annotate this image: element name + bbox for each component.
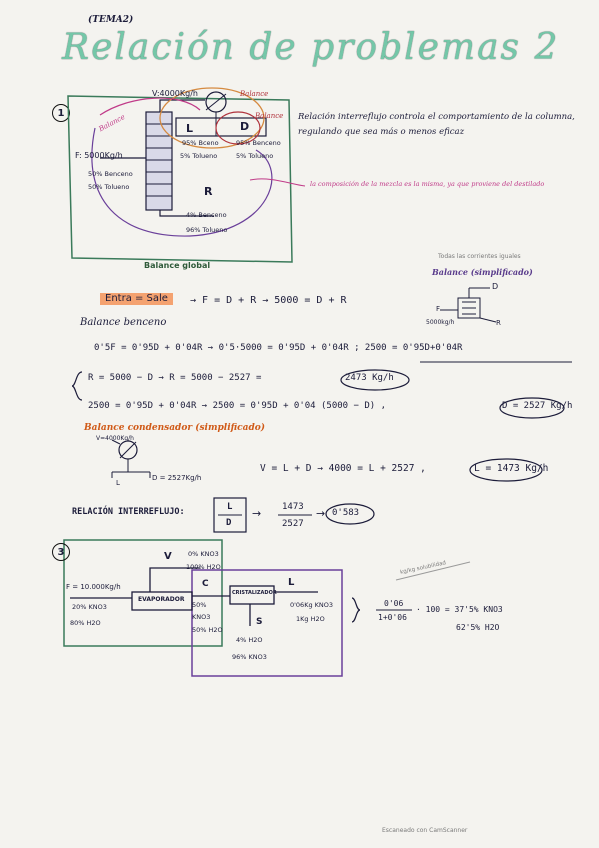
- p3-S: S: [256, 617, 263, 627]
- p3-evaporador: EVAPORADOR: [138, 596, 185, 603]
- p3-calc-num: 0'06: [384, 599, 404, 608]
- problem-1-number: 1: [52, 104, 70, 122]
- result-D: D = 2527 Kg/h: [502, 401, 573, 411]
- p3-L: L: [288, 577, 295, 588]
- note-composition: la composición de la mezcla es la misma,…: [310, 180, 545, 188]
- diagram-L-label: L: [186, 122, 194, 135]
- p3-V: V: [164, 551, 172, 562]
- side-F: F: [436, 305, 441, 313]
- result-R: 2473 Kg/h: [345, 373, 394, 383]
- diagram-feed: F: 5000Kg/h: [75, 151, 123, 160]
- diagram-feed-tolueno: 50% Tolueno: [88, 183, 130, 191]
- side-feed: 5000kg/h: [426, 319, 455, 326]
- side-R: R: [496, 319, 501, 327]
- p3-faint-note: kg/kg solubilidad: [399, 560, 447, 576]
- condenser-D: D = 2527Kg/h: [152, 474, 202, 482]
- p3-S-kno3: 96% KNO3: [232, 653, 267, 661]
- ratio-result: 0'583: [332, 508, 360, 518]
- problem-3-number: 3: [52, 543, 70, 561]
- diagram-R-label: R: [204, 185, 213, 198]
- p3-L-h2o: 1Kg H2O: [296, 615, 325, 623]
- p3-V-h2o: 100% H2O: [186, 563, 221, 571]
- scanner-watermark: Escaneado con CamScanner: [382, 827, 468, 834]
- diagram-feed-benceno: 50% Benceno: [88, 170, 133, 178]
- diagram-vapor-label: V:4000Kg/h: [152, 89, 198, 98]
- equation-global: → F = D + R → 5000 = D + R: [190, 295, 347, 306]
- p3-F: F = 10.000Kg/h: [66, 583, 121, 591]
- ratio-den: D: [226, 518, 232, 528]
- side-D: D: [492, 282, 499, 291]
- equation-benceno: 0'5F = 0'95D + 0'04R → 0'5·5000 = 0'95D …: [94, 343, 463, 353]
- entra-sale-highlight: Entra = Sale: [100, 293, 173, 305]
- diagram-L-tolueno: 5% Tolueno: [180, 152, 218, 160]
- p3-calc-den: 1+0'06: [378, 613, 407, 622]
- diagram-dist-benceno: 95% Benceno: [236, 139, 281, 147]
- result-L: L = 1473 Kg/h: [474, 463, 549, 474]
- ratio-num: L: [227, 502, 233, 512]
- p3-cristalizador: CRISTALIZADOR: [232, 590, 277, 596]
- ratio-val-num: 1473: [282, 502, 304, 512]
- diagram-D-label: D: [240, 120, 250, 133]
- relacion-label: RELACIÓN INTERREFLUJO:: [72, 507, 185, 517]
- diagram-balance-left: Balance: [97, 112, 127, 134]
- p3-calc-kno3: · 100 = 37'5% KNO3: [416, 605, 503, 614]
- diagram-R-tolueno: 96% Tolueno: [186, 226, 228, 234]
- ratio-arrow-2: →: [316, 507, 326, 520]
- diagram-caption: Balance global: [144, 261, 211, 270]
- condenser-L: L: [116, 479, 120, 487]
- side-note-label: Todas las corrientes iguales: [438, 253, 521, 260]
- p3-C-kno3: 50%: [192, 601, 207, 609]
- note-interreflux: Relación interreflujo controla el compor…: [298, 112, 575, 137]
- p3-C-h2o: 50% H2O: [192, 626, 223, 634]
- diagram-balance-right: Balance: [255, 112, 284, 120]
- diagram-L-benceno: 95% Bceno: [182, 139, 219, 147]
- equation-D: 2500 = 0'95D + 0'04R → 2500 = 0'95D + 0'…: [88, 401, 387, 411]
- diagram-R-benceno: 4% Benceno: [186, 211, 227, 219]
- p3-F-h2o: 80% H2O: [70, 619, 101, 627]
- page-title: Relación de problemas 2: [62, 27, 560, 68]
- equation-condenser: V = L + D → 4000 = L + 2527 ,: [260, 463, 426, 474]
- diagram-dist-tolueno: 5% Tolueno: [236, 152, 274, 160]
- p3-V-kno3: 0% KNO3: [188, 550, 219, 558]
- equation-R: R = 5000 − D → R = 5000 − 2527 =: [88, 373, 262, 383]
- side-balance-title: Balance (simplificado): [432, 267, 533, 277]
- balance-benceno-label: Balance benceno: [80, 317, 167, 328]
- ratio-val-den: 2527: [282, 519, 304, 529]
- p3-S-h2o: 4% H2O: [236, 636, 263, 644]
- p3-C: C: [202, 579, 209, 589]
- tema-label: (TEMA2): [88, 15, 134, 25]
- p3-calc-h2o: 62'5% H2O: [456, 623, 500, 632]
- condenser-V: V=4000Kg/h: [96, 435, 134, 442]
- p3-C-kno3-2: KNO3: [192, 613, 211, 621]
- p3-L-kno3: 0'06Kg KNO3: [290, 601, 334, 609]
- ratio-arrow: →: [252, 507, 262, 520]
- diagram-balance-top: Balance: [240, 90, 269, 98]
- condenser-title: Balance condensador (simplificado): [84, 423, 266, 433]
- p3-F-kno3: 20% KNO3: [72, 603, 107, 611]
